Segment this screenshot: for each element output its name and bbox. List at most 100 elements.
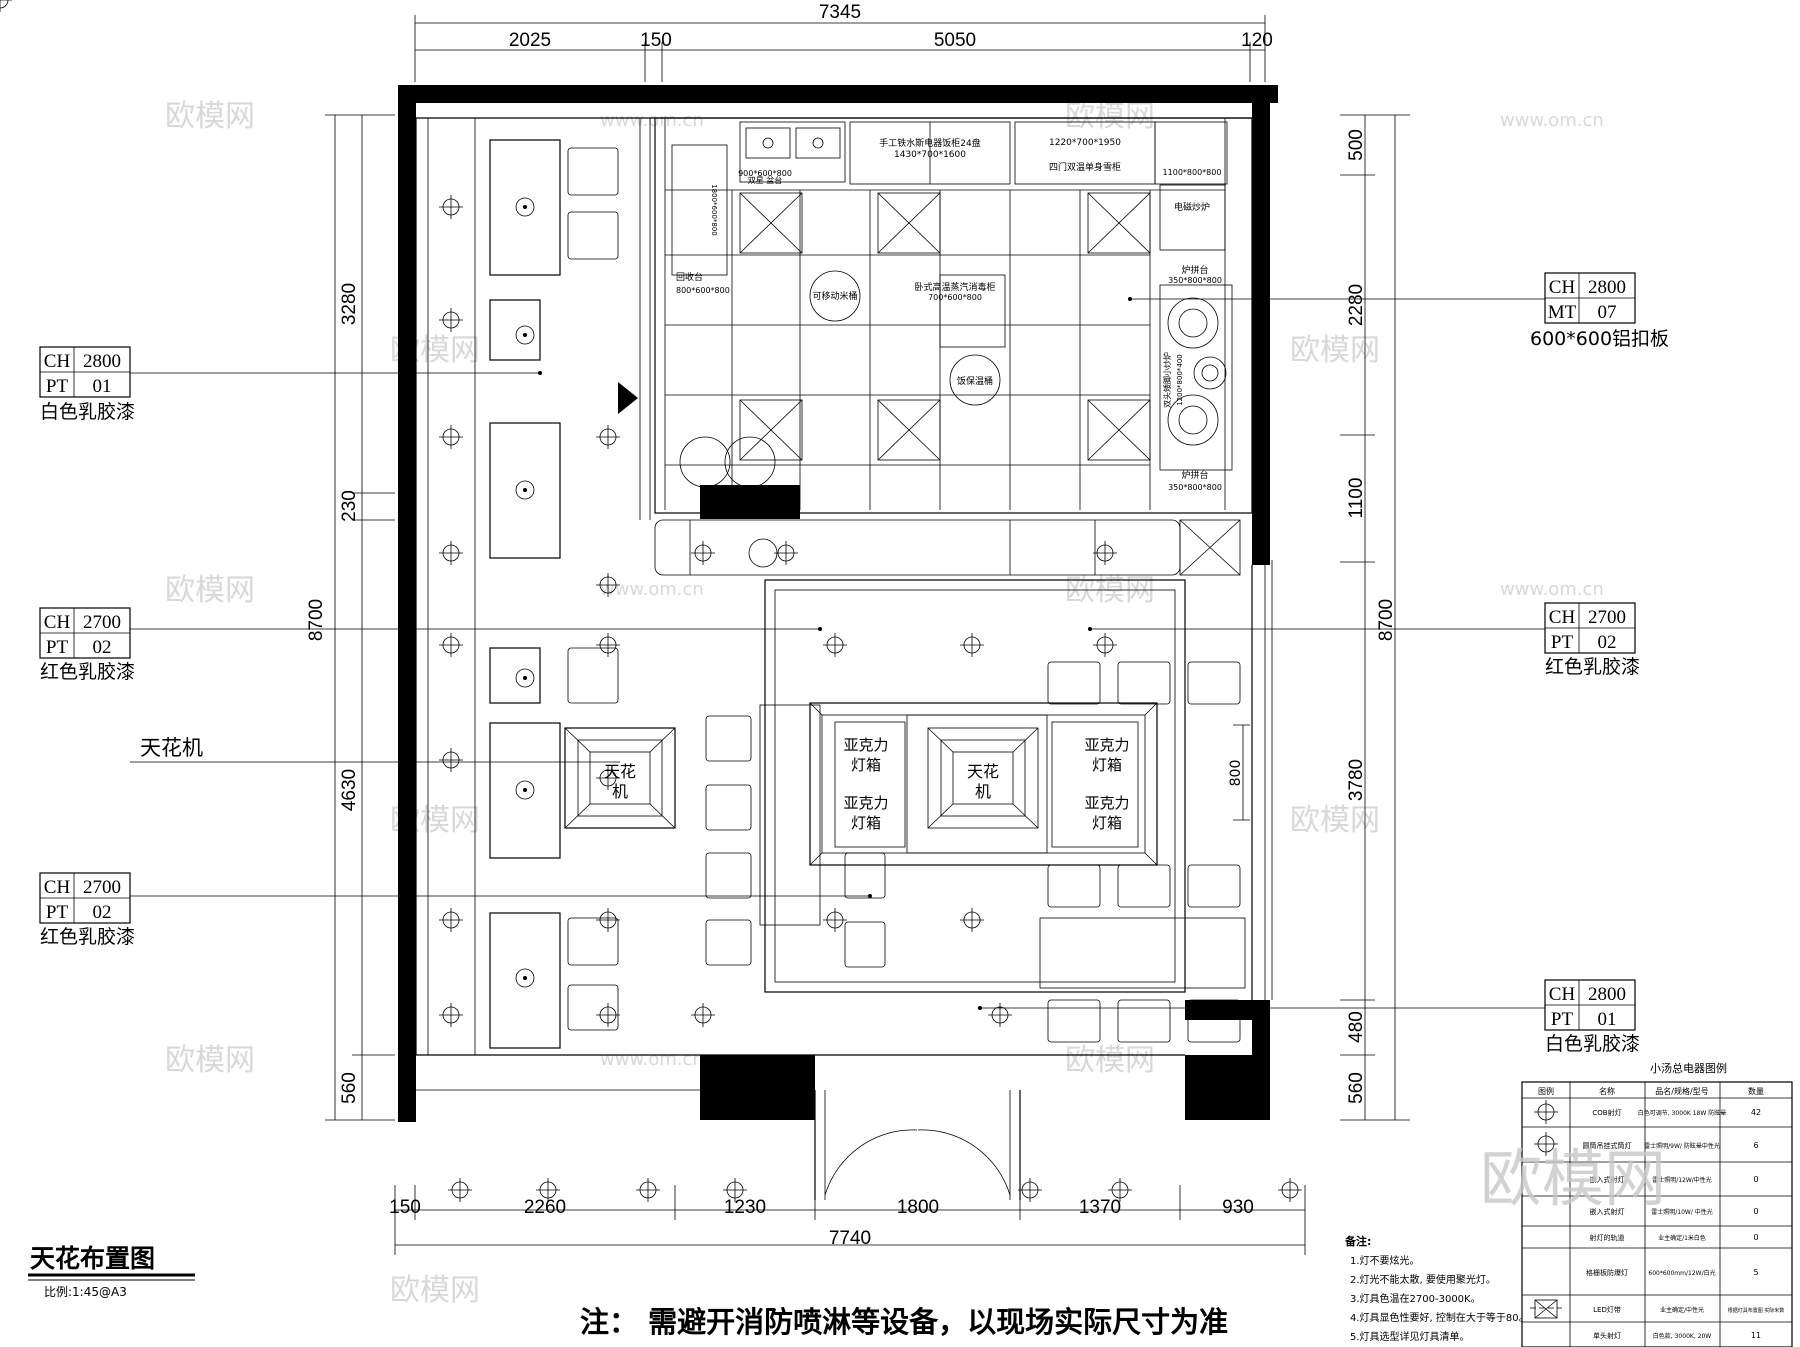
tag-code: PT bbox=[46, 902, 69, 923]
dim-right-4: 3780 bbox=[1346, 759, 1367, 801]
legend-header: 数量 bbox=[1748, 1086, 1764, 1096]
legend-title: 小汤总电器图例 bbox=[1650, 1061, 1727, 1075]
watermark-url: www.om.cn bbox=[600, 579, 704, 600]
dim-bottom-5: 1370 bbox=[1079, 1197, 1121, 1218]
ac-label: 天花 bbox=[604, 762, 636, 781]
legend-name: 格栅板防爆灯 bbox=[1586, 1268, 1628, 1277]
central-ceiling: 天花 机 亚克力 灯箱 亚克力 灯箱 亚克力 灯箱 亚克力 灯箱 bbox=[759, 579, 1246, 1043]
watermark-url: www.om.cn bbox=[600, 1049, 704, 1070]
legend-name: 嵌入式射灯 bbox=[1590, 1207, 1625, 1216]
tag-value: 2800 bbox=[83, 351, 121, 372]
material-tag: CH 2800 MT 07 600*600铝扣板 bbox=[1530, 272, 1669, 350]
dim-bottom-2: 2260 bbox=[524, 1197, 566, 1218]
equip-label: 双星 盆台 bbox=[748, 175, 783, 185]
tag-value: 07 bbox=[1598, 302, 1617, 323]
dim-right-6: 560 bbox=[1346, 1072, 1367, 1104]
note-item: 2.灯光不能太散, 要使用聚光灯。 bbox=[1350, 1273, 1496, 1286]
notes-title: 备注: bbox=[1344, 1234, 1371, 1248]
legend-spec: 业主确定/中性光 bbox=[1660, 1306, 1704, 1314]
right-dimensions: 500 2280 1100 8700 3780 480 560 800 bbox=[1228, 114, 1410, 1121]
exhaust-grille-light bbox=[877, 399, 941, 461]
left-dimensions: 8700 3280 230 4630 560 bbox=[306, 114, 395, 1121]
equip-label: 回收台 bbox=[676, 271, 703, 283]
watermark-text: 欧模网 bbox=[1065, 99, 1155, 134]
equip-label: 700*600*800 bbox=[928, 293, 982, 302]
lightbox-label: 亚克力 bbox=[1084, 794, 1129, 812]
tag-code: CH bbox=[44, 612, 71, 633]
watermark-text: 欧模网 bbox=[165, 573, 255, 608]
tag-code: PT bbox=[1551, 1009, 1574, 1030]
tag-code: PT bbox=[46, 637, 69, 658]
callout-ceiling-unit: 天花机 bbox=[140, 736, 203, 760]
tag-value: 01 bbox=[93, 376, 112, 397]
exhaust-grille-light bbox=[1087, 192, 1151, 254]
legend-name: LED灯带 bbox=[1593, 1305, 1621, 1314]
legend-qty: 5 bbox=[1753, 1268, 1758, 1277]
dim-left-3: 4630 bbox=[339, 769, 360, 811]
tag-value: 2800 bbox=[1588, 277, 1626, 298]
legend-spec: 雷士照明/12W/中性光 bbox=[1652, 1176, 1712, 1184]
dim-right-5: 480 bbox=[1346, 1011, 1367, 1043]
tag-value: 2700 bbox=[83, 877, 121, 898]
tag-value: 02 bbox=[93, 902, 112, 923]
exhaust-grille-light bbox=[739, 399, 803, 461]
legend-table: 小汤总电器图例 图例 名称 品名/规格/型号 数量 COB射灯 白色可调节, 3… bbox=[1521, 1061, 1793, 1347]
lightbox-label: 灯箱 bbox=[851, 756, 881, 774]
legend-spec: 雷士照明/10W/ 中性光 bbox=[1651, 1208, 1713, 1216]
equip-label: 350*800*800 bbox=[1168, 483, 1222, 492]
equip-label: 可移动米桶 bbox=[812, 290, 857, 302]
equip-label: 炉拼台 bbox=[1181, 469, 1208, 481]
equip-label: 四门双温单身雪柜 bbox=[1049, 161, 1121, 173]
material-tag: CH 2700 PT 02 红色乳胶漆 bbox=[39, 607, 135, 683]
tag-code: CH bbox=[1549, 984, 1576, 1005]
legend-qty: 0 bbox=[1753, 1175, 1758, 1184]
lightbox-label: 灯箱 bbox=[1092, 814, 1122, 832]
dim-top-total: 7345 bbox=[819, 2, 861, 23]
watermark-logo: 欧模网 bbox=[1480, 1142, 1666, 1215]
legend-name: COB射灯 bbox=[1592, 1108, 1621, 1117]
exhaust-grille-light bbox=[739, 192, 803, 254]
legend-qty: 11 bbox=[1751, 1331, 1761, 1340]
leader-lines bbox=[130, 297, 1545, 1010]
equip-label: 1200*800*400 bbox=[1176, 354, 1184, 406]
watermark-text: 欧模网 bbox=[165, 1043, 255, 1078]
equip-label: 饭保温桶 bbox=[957, 375, 993, 387]
notes-block: 备注: 1.灯不要炫光。 2.灯光不能太散, 要使用聚光灯。 3.灯具色温在27… bbox=[1344, 1234, 1529, 1343]
watermark-url: www.om.cn bbox=[1500, 579, 1604, 600]
watermark-text: 欧模网 bbox=[1065, 1043, 1155, 1078]
light-instances bbox=[438, 194, 1303, 1203]
tag-label: 600*600铝扣板 bbox=[1530, 328, 1669, 350]
equip-label: 炉拼台 bbox=[1181, 264, 1208, 276]
kitchen: 900*600*800 双星 盆台 手工铁水斯电器饭柜24盘 1430*700*… bbox=[654, 117, 1253, 576]
downlights bbox=[0, 0, 12, 12]
legend-spec: 雷士照明/9W/ 防眩晕中性光 bbox=[1644, 1142, 1720, 1150]
legend-spec: 600*600mm/12W/白光 bbox=[1648, 1269, 1715, 1277]
dim-right-3: 1100 bbox=[1346, 478, 1367, 519]
dim-left-1: 3280 bbox=[339, 283, 360, 325]
dim-left-total: 8700 bbox=[306, 599, 327, 641]
material-tag: CH 2700 PT 02 红色乳胶漆 bbox=[1544, 602, 1640, 678]
dim-right-total: 8700 bbox=[1376, 599, 1397, 641]
equip-label: 1430*700*1600 bbox=[894, 150, 966, 160]
lightbox-label: 灯箱 bbox=[1092, 756, 1122, 774]
entrance-door bbox=[814, 1090, 1021, 1200]
tag-code: PT bbox=[46, 376, 69, 397]
equip-label: 1220*700*1950 bbox=[1049, 138, 1121, 148]
legend-name: 射灯的轨道 bbox=[1590, 1233, 1625, 1242]
legend-header: 图例 bbox=[1538, 1086, 1554, 1096]
ceiling-ac-unit-left: 天花 机 bbox=[564, 727, 676, 829]
lightbox-label: 亚克力 bbox=[1084, 736, 1129, 754]
legend-header: 品名/规格/型号 bbox=[1655, 1086, 1708, 1096]
dim-bottom-4: 1800 bbox=[897, 1197, 939, 1218]
legend-spec: 业主确定/1米白色 bbox=[1658, 1234, 1706, 1242]
legend-name: 嵌入式射灯 bbox=[1590, 1175, 1625, 1184]
tag-label: 红色乳胶漆 bbox=[1545, 656, 1640, 678]
dim-left-2: 230 bbox=[339, 490, 360, 522]
material-tag: CH 2800 PT 01 白色乳胶漆 bbox=[1544, 979, 1640, 1055]
legend-qty: 0 bbox=[1753, 1207, 1758, 1216]
legend-name: 单头射灯 bbox=[1593, 1331, 1621, 1340]
equip-label: 双头矮脚小炒炉 bbox=[1162, 352, 1172, 408]
tag-value: 2800 bbox=[1588, 984, 1626, 1005]
equip-label: 卧式高温蒸汽消毒柜 bbox=[914, 281, 995, 293]
